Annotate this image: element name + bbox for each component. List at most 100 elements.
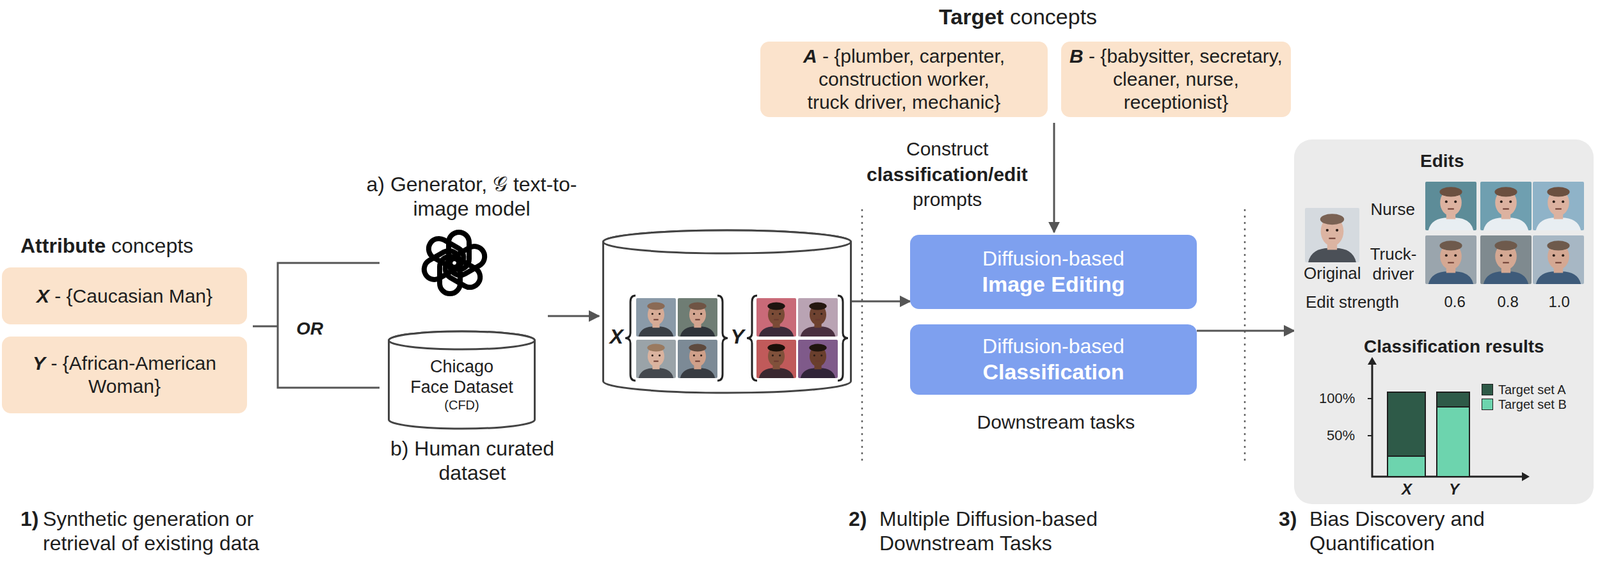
mouth: [695, 319, 700, 321]
step-number: 1): [20, 506, 39, 532]
hair: [647, 344, 665, 352]
head: [809, 304, 827, 326]
axis-tick: [1367, 398, 1373, 400]
eye: [651, 312, 654, 315]
shoulders: [680, 326, 716, 337]
curly-brace: [625, 295, 636, 381]
hair: [688, 302, 706, 311]
dataset-caption: b) Human curated dataset: [376, 436, 569, 486]
neck: [1553, 208, 1563, 220]
legend-text: Target set A: [1498, 382, 1567, 398]
face-photo: [1425, 181, 1477, 231]
eye: [658, 312, 661, 315]
node-illustration: [1294, 139, 1594, 505]
tick-label: 100%: [1319, 390, 1355, 408]
eye: [1509, 254, 1512, 257]
face-photo: [1532, 181, 1584, 231]
face-photo: [756, 298, 797, 337]
mouth: [773, 319, 779, 321]
shoulders: [1428, 217, 1474, 231]
eye: [693, 312, 696, 315]
face-photo: [756, 339, 797, 379]
photo-ground: [798, 298, 838, 337]
head: [1547, 243, 1570, 270]
panel-heading: Classification results: [1363, 336, 1545, 358]
hair: [1494, 240, 1517, 251]
target-box: A - {plumber, carpenter, construction wo…: [760, 41, 1048, 118]
eye: [1335, 229, 1339, 232]
mouth: [1555, 208, 1562, 210]
node-illustration: [602, 230, 852, 393]
face-photo: [677, 298, 718, 337]
grouping-bracket: [252, 263, 380, 388]
neck: [1501, 262, 1511, 274]
face-photo: [1425, 235, 1477, 285]
face-photo: [1480, 181, 1532, 231]
eye: [820, 312, 823, 315]
hair: [1439, 186, 1462, 197]
head: [1320, 216, 1344, 247]
hair: [1494, 186, 1517, 197]
attribute-text: X - {Caucasian Man}: [36, 284, 213, 308]
neck: [1501, 208, 1511, 220]
neck: [1446, 262, 1456, 274]
shoulders: [1483, 271, 1529, 285]
eye: [771, 312, 774, 315]
eye: [1500, 254, 1503, 257]
neck: [693, 319, 701, 328]
cylinder-top: [389, 331, 536, 350]
tick-label: 0.8: [1497, 293, 1519, 312]
dataset-cylinder: Chicago Face Dataset(CFD): [387, 331, 536, 429]
head: [1440, 243, 1462, 270]
eye: [1454, 254, 1457, 257]
mouth: [653, 360, 658, 363]
edit-label: Original: [1303, 263, 1362, 284]
mouth: [1555, 262, 1562, 264]
edit-label: Nurse: [1370, 199, 1416, 220]
mouth: [1447, 208, 1455, 210]
logo-petal: [424, 234, 468, 272]
head: [768, 346, 785, 367]
flow-arrow: [1196, 330, 1295, 333]
bar-label: Y: [1448, 480, 1460, 500]
attribute-box: X - {Caucasian Man}: [1, 267, 248, 325]
axis-arrow: [1521, 472, 1530, 482]
shoulders: [759, 326, 795, 337]
neck: [772, 319, 780, 328]
axis-arrow: [1367, 357, 1377, 365]
openai-logo: [420, 232, 489, 294]
eye: [651, 354, 654, 357]
tick-label: 50%: [1326, 427, 1355, 445]
shoulders: [759, 368, 795, 379]
face-photo: [798, 298, 838, 337]
photo-ground: [756, 298, 797, 337]
photo-ground: [636, 298, 676, 337]
legend-entry: Target set A: [1481, 382, 1567, 398]
eye: [1445, 200, 1448, 203]
task-box: Diffusion-basedClassification: [910, 324, 1197, 395]
head: [809, 346, 827, 367]
head: [689, 304, 706, 326]
stage-divider: [1244, 209, 1247, 464]
legend-swatch: [1481, 384, 1494, 396]
step-number: 2): [848, 506, 867, 532]
bar-label: X: [1401, 480, 1412, 500]
dataset-name: Chicago Face Dataset: [409, 356, 515, 399]
photo-ground: [677, 339, 718, 379]
attribute-box: Y - {African-American Woman}: [1, 336, 248, 414]
eye: [1561, 200, 1565, 203]
neck: [693, 360, 701, 370]
edit-label: Truck-driver: [1364, 244, 1423, 285]
eye: [700, 354, 703, 357]
photo-ground: [1480, 235, 1532, 285]
eye: [820, 354, 823, 357]
section-heading: Attribute: [20, 233, 106, 258]
legend-text: Target set B: [1498, 396, 1567, 413]
eye: [778, 354, 781, 357]
dataset-abbrev: (CFD): [444, 397, 479, 413]
bar-segment: [1436, 392, 1470, 408]
mouth: [1502, 208, 1510, 210]
step-caption: Multiple Diffusion-based Downstream Task…: [879, 506, 1149, 557]
section-heading: concepts: [1009, 3, 1097, 31]
task-text: Diffusion-based: [982, 334, 1125, 359]
